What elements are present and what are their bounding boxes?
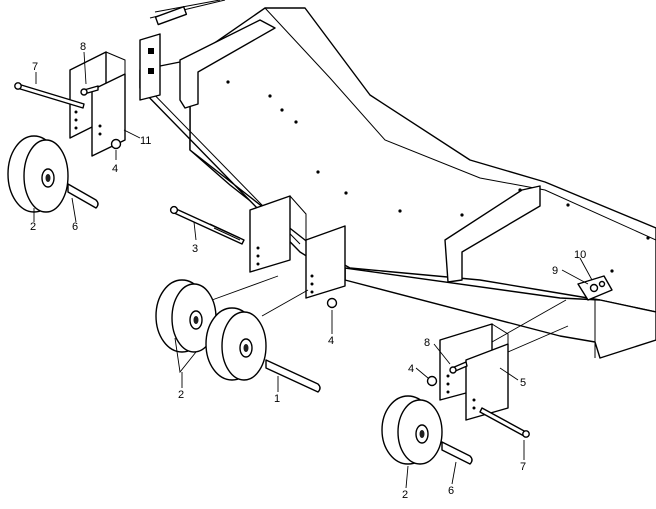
callout-2-center: 2 xyxy=(178,389,184,401)
callout-1: 1 xyxy=(274,393,280,405)
nut-4-lower xyxy=(426,375,438,387)
mower-deck xyxy=(139,0,656,359)
bolt-7-lower xyxy=(479,407,530,438)
bolt-7-upper xyxy=(14,82,85,109)
assembly-lines xyxy=(174,275,569,374)
callout-2-upper: 2 xyxy=(30,221,36,233)
callout-7-upper: 7 xyxy=(32,61,38,73)
bolt-8-upper xyxy=(80,85,99,96)
callout-2-lower: 2 xyxy=(402,489,408,501)
callout-5: 5 xyxy=(520,377,526,389)
axle-6-upper xyxy=(67,183,99,209)
center-wheel-bracket xyxy=(249,195,346,299)
callout-8-upper: 8 xyxy=(80,41,86,53)
callout-6-lower: 6 xyxy=(448,485,454,497)
callout-8-lower: 8 xyxy=(424,337,430,349)
axle-1 xyxy=(265,359,321,393)
callout-labels: 7 8 11 4 2 6 3 4 2 1 8 4 5 9 10 7 2 6 xyxy=(30,41,586,501)
callout-7-lower: 7 xyxy=(520,461,526,473)
callout-leaders xyxy=(33,51,593,489)
mount-plate-9-10 xyxy=(577,275,613,301)
callout-6-upper: 6 xyxy=(72,221,78,233)
wheel-upper-left xyxy=(7,135,69,213)
wheel-center-rear xyxy=(155,279,217,353)
callout-11: 11 xyxy=(140,135,151,147)
callout-4-lower: 4 xyxy=(408,363,414,375)
nut-4-center xyxy=(326,297,338,309)
axle-6-lower xyxy=(441,441,473,465)
callout-4-upper: 4 xyxy=(112,163,118,175)
wheel-center-front xyxy=(205,307,267,381)
callout-3: 3 xyxy=(192,243,198,255)
bolt-8-lower xyxy=(449,361,468,374)
callout-4-center: 4 xyxy=(328,335,334,347)
upper-left-wheel-bracket xyxy=(69,33,161,157)
wheel-lower-right xyxy=(381,395,443,465)
nut-4-upper xyxy=(110,138,122,150)
callout-10: 10 xyxy=(574,249,586,261)
callout-9: 9 xyxy=(552,265,558,277)
bolt-3 xyxy=(169,205,245,245)
